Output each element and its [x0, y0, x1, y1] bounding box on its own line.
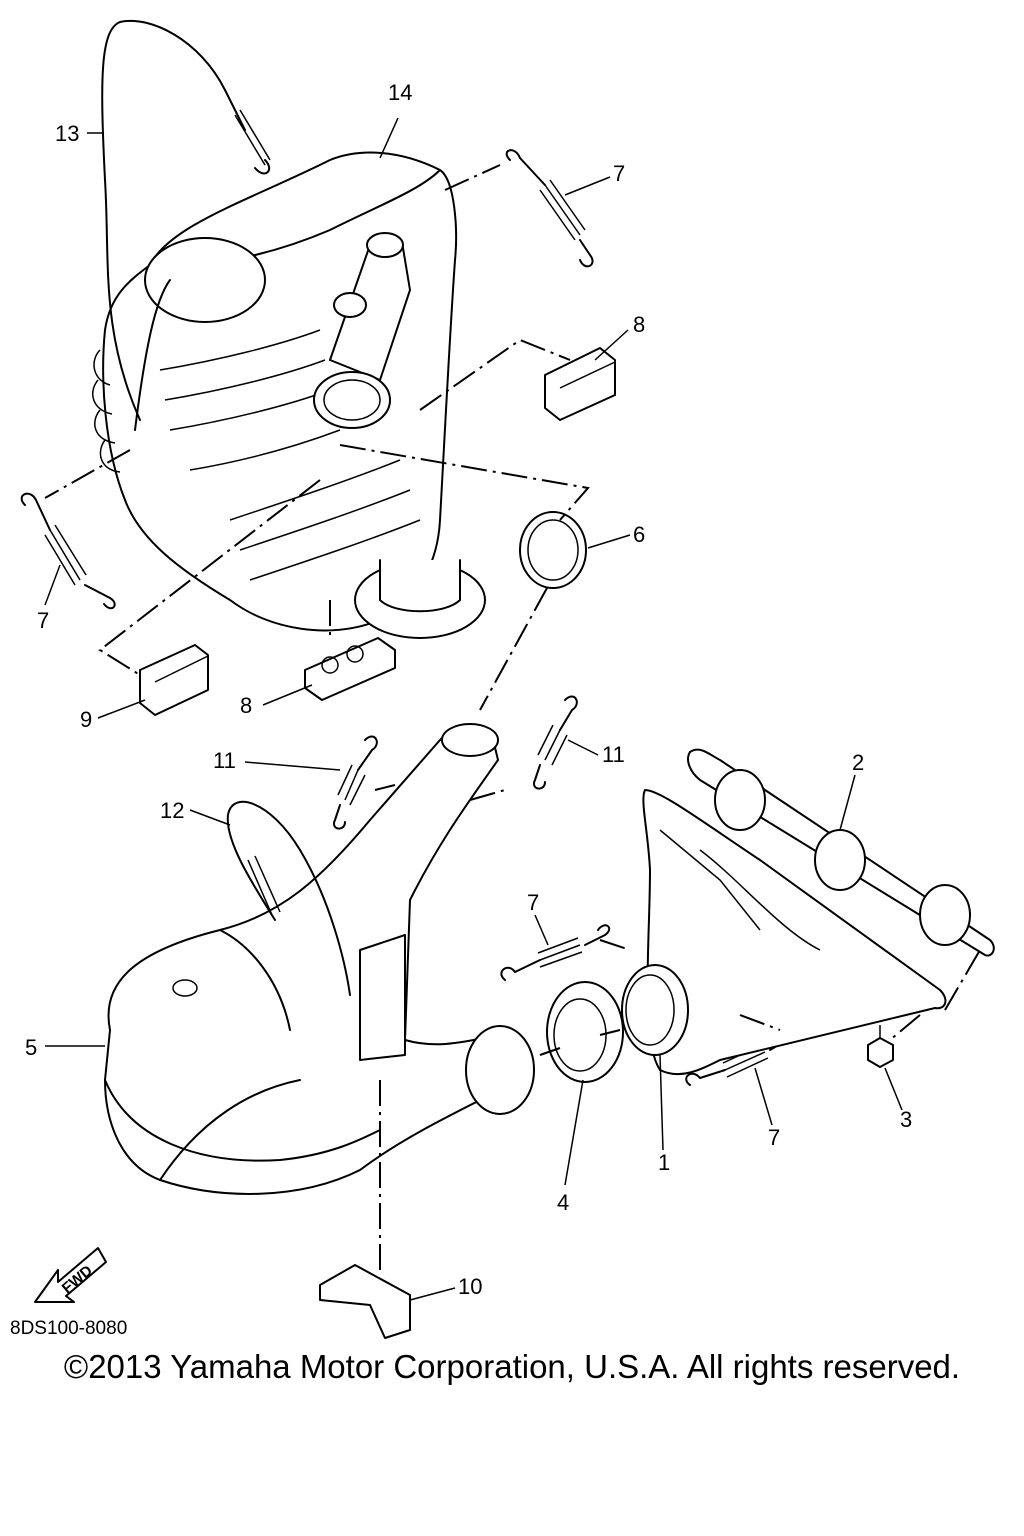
- spring-7-top: [505, 149, 594, 268]
- callout-13: 13: [55, 121, 79, 146]
- callout-7-top: 7: [613, 161, 625, 186]
- exhaust-manifold: [621, 789, 947, 1076]
- exhaust-chamber: [104, 723, 535, 1195]
- fwd-arrow-icon: FWD: [34, 1247, 107, 1303]
- spring-7-mid: [500, 924, 611, 981]
- callouts: 14 13 7 8 6 7 9 8 11 11 12 2 7 5 3 7 1 4…: [25, 80, 912, 1299]
- mount-strap: [101, 19, 271, 431]
- gasket-ring-4: [546, 981, 624, 1083]
- muffler-body: [92, 151, 486, 639]
- callout-10: 10: [458, 1274, 482, 1299]
- callout-3: 3: [900, 1107, 912, 1132]
- callout-9: 9: [80, 707, 92, 732]
- callout-8-top: 8: [633, 312, 645, 337]
- callout-leaders: [44, 117, 903, 1301]
- bolt-3: [867, 1025, 894, 1068]
- callout-11-left: 11: [213, 748, 236, 773]
- callout-7-bottom: 7: [768, 1125, 780, 1150]
- callout-11-right: 11: [602, 742, 625, 767]
- copyright-notice: ©2013 Yamaha Motor Corporation, U.S.A. A…: [63, 1348, 961, 1385]
- bracket-8-bottom: [304, 637, 396, 701]
- callout-6: 6: [633, 522, 645, 547]
- manifold-gasket: [687, 748, 995, 957]
- callout-2: 2: [852, 750, 864, 775]
- gasket-ring-6: [519, 511, 587, 589]
- rubber-strap-12: [226, 800, 351, 996]
- spring-7-left: [20, 492, 116, 610]
- callout-8-bottom: 8: [240, 693, 252, 718]
- callout-4: 4: [557, 1190, 569, 1215]
- bracket-8-top: [544, 347, 616, 421]
- callout-12: 12: [160, 798, 184, 823]
- callout-14: 14: [388, 80, 412, 105]
- spring-11-left: [333, 735, 378, 830]
- callout-5: 5: [25, 1035, 37, 1060]
- assembly-lines: [44, 164, 981, 1270]
- exploded-parts-diagram: FWD 14 13 7 8 6 7 9 8 11 11 12 2 7 5 3 7…: [20, 19, 995, 1339]
- callout-7-left: 7: [37, 608, 49, 633]
- bracket-9: [139, 644, 209, 716]
- callout-1: 1: [658, 1150, 670, 1175]
- callout-7-mid: 7: [527, 890, 539, 915]
- bracket-10: [319, 1264, 411, 1339]
- spring-11-right: [533, 695, 578, 790]
- diagram-part-code: 8DS100-8080: [10, 1318, 128, 1339]
